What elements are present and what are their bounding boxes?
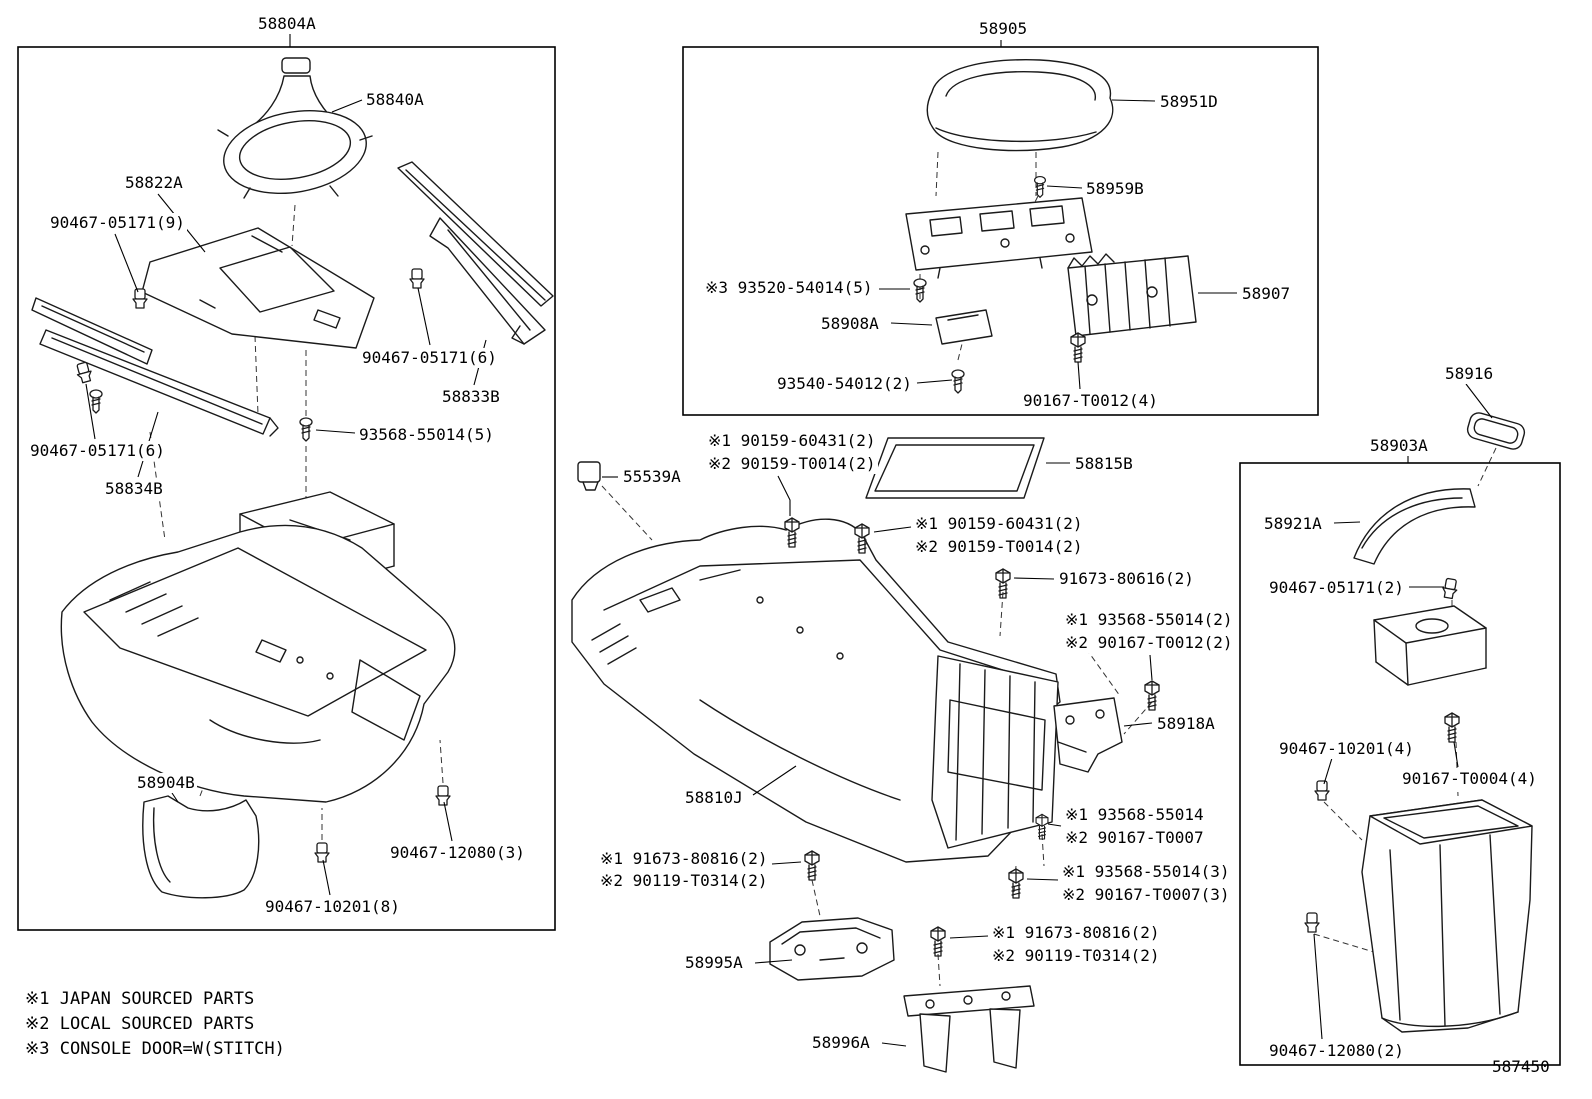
part-trim-58921a: [1353, 488, 1476, 565]
part-label-93568-55014-2: ※1 93568-55014(2): [1063, 610, 1235, 630]
part-hinge: [1067, 253, 1197, 337]
part-label-90167-t0007: ※2 90167-T0007: [1063, 828, 1206, 848]
part-shift-boot: [217, 57, 373, 199]
part-trim-58916: [1466, 412, 1526, 450]
diagram-code: 587450: [1492, 1057, 1550, 1076]
part-clip-55539a: [577, 461, 601, 491]
part-label-58903a: 58903A: [1368, 436, 1430, 456]
part-label-90167-t0007-3: ※2 90167-T0007(3): [1060, 885, 1232, 905]
part-bracket-58918a: [1053, 697, 1123, 773]
part-label-58959b: 58959B: [1084, 179, 1146, 199]
part-pocket: [142, 795, 260, 899]
part-label-90167-t0004-4: 90167-T0004(4): [1400, 769, 1539, 789]
part-label-58916: 58916: [1443, 364, 1496, 384]
part-label-90159-t0014-2-a: ※2 90159-T0014(2): [706, 454, 878, 474]
footnote-local-sourced: ※2 LOCAL SOURCED PARTS: [25, 1013, 255, 1035]
leader-lines: [85, 34, 1493, 1047]
part-label-58833b: 58833B: [440, 387, 502, 407]
part-label-91673-80616-2: 91673-80616(2): [1057, 569, 1196, 589]
part-latch: [935, 309, 993, 345]
part-mat: [865, 437, 1045, 499]
part-console-door: [926, 59, 1114, 152]
part-rear-panel: [1361, 799, 1533, 1033]
part-label-90467-05171-6-left: 90467-05171(6): [28, 441, 167, 461]
part-label-58905: 58905: [977, 19, 1030, 39]
part-lock-mechanism: [905, 197, 1093, 279]
part-label-58918a: 58918A: [1155, 714, 1217, 734]
part-rear-frame: [931, 655, 1059, 849]
footnote-japan-sourced: ※1 JAPAN SOURCED PARTS: [25, 988, 255, 1010]
part-label-90167-t0012-2: ※2 90167-T0012(2): [1063, 633, 1235, 653]
part-upper-panel: [141, 227, 375, 349]
part-label-58804a: 58804A: [256, 14, 318, 34]
part-label-90467-10201-8: 90467-10201(8): [263, 897, 402, 917]
part-label-90467-10201-4: 90467-10201(4): [1277, 739, 1416, 759]
part-drawings: [31, 57, 1533, 1073]
part-console-upper-body: [60, 524, 456, 803]
part-label-90467-05171-9: 90467-05171(9): [48, 213, 187, 233]
part-label-58904b: 58904B: [135, 773, 197, 793]
part-label-58908a: 58908A: [819, 314, 881, 334]
part-label-58907: 58907: [1240, 284, 1293, 304]
part-bracket-58995a: [769, 917, 895, 981]
footnote-console-door: ※3 CONSOLE DOOR=W(STITCH): [25, 1038, 285, 1060]
part-label-93568-55014-3: ※1 93568-55014(3): [1060, 862, 1232, 882]
part-bracket-58996a: [903, 985, 1035, 1073]
part-label-90119-t0314-2-a: ※2 90119-T0314(2): [598, 871, 770, 891]
part-label-90119-t0314-2-b: ※2 90119-T0314(2): [990, 946, 1162, 966]
part-label-93540-54012-2: 93540-54012(2): [775, 374, 914, 394]
part-label-90159-60431-2-b: ※1 90159-60431(2): [913, 514, 1085, 534]
part-label-58810j: 58810J: [683, 788, 745, 808]
part-label-58834b: 58834B: [103, 479, 165, 499]
part-label-90467-12080-3: 90467-12080(3): [388, 843, 527, 863]
part-label-93568-55014: ※1 93568-55014: [1063, 805, 1206, 825]
part-label-58996a: 58996A: [810, 1033, 872, 1053]
part-label-58921a: 58921A: [1262, 514, 1324, 534]
part-label-90159-t0014-2-b: ※2 90159-T0014(2): [913, 537, 1085, 557]
part-label-91673-80816-2-b: ※1 91673-80816(2): [990, 923, 1162, 943]
part-label-93520-54014-5: ※3 93520-54014(5): [703, 278, 875, 298]
part-label-58822a: 58822A: [123, 173, 185, 193]
part-left-rails: [31, 297, 279, 437]
part-label-91673-80816-2-a: ※1 91673-80816(2): [598, 849, 770, 869]
part-label-93568-55014-5: 93568-55014(5): [357, 425, 496, 445]
part-label-90167-t0012-4: 90167-T0012(4): [1021, 391, 1160, 411]
part-label-58951d: 58951D: [1158, 92, 1220, 112]
part-label-90467-05171-6-right: 90467-05171(6): [360, 348, 499, 368]
part-label-58995a: 58995A: [683, 953, 745, 973]
part-label-90467-05171-2: 90467-05171(2): [1267, 578, 1406, 598]
part-label-58815b: 58815B: [1073, 454, 1135, 474]
part-label-55539a: 55539A: [621, 467, 683, 487]
part-tray-58903a: [1373, 605, 1487, 686]
part-label-90159-60431-2-a: ※1 90159-60431(2): [706, 431, 878, 451]
part-right-rail: [397, 161, 554, 345]
part-label-58840a: 58840A: [364, 90, 426, 110]
part-label-90467-12080-2: 90467-12080(2): [1267, 1041, 1406, 1061]
